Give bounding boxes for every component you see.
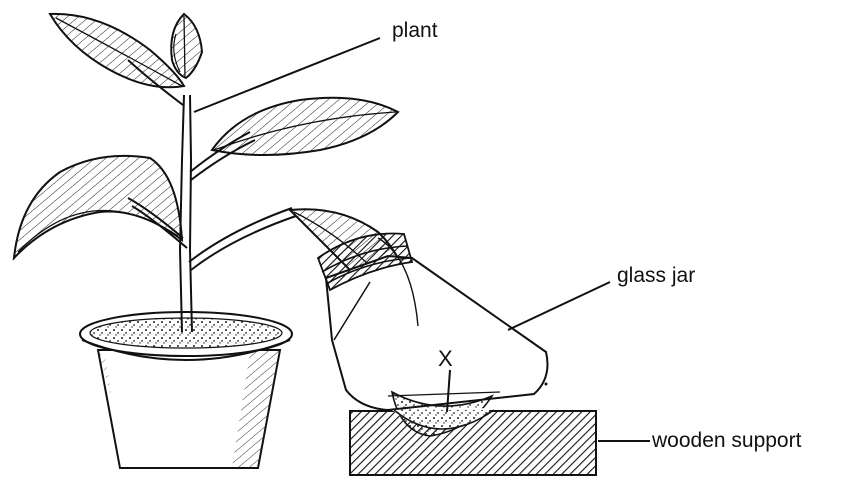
leaf-left <box>14 156 182 258</box>
label-plant: plant <box>392 19 438 42</box>
leaf-upper-right <box>212 98 398 155</box>
flower-pot <box>80 312 292 468</box>
leader-line-glass-jar <box>508 282 610 330</box>
label-wooden-support: wooden support <box>651 429 802 452</box>
label-x-marker: X <box>438 346 453 371</box>
leaf-top-left <box>50 14 184 87</box>
flower-bud <box>171 14 202 78</box>
glass-jar <box>318 234 548 437</box>
wooden-support <box>350 408 596 475</box>
label-glass-jar-group: glass jar <box>508 264 695 330</box>
label-wooden-support-group: wooden support <box>598 429 802 452</box>
label-glass-jar: glass jar <box>617 264 695 287</box>
